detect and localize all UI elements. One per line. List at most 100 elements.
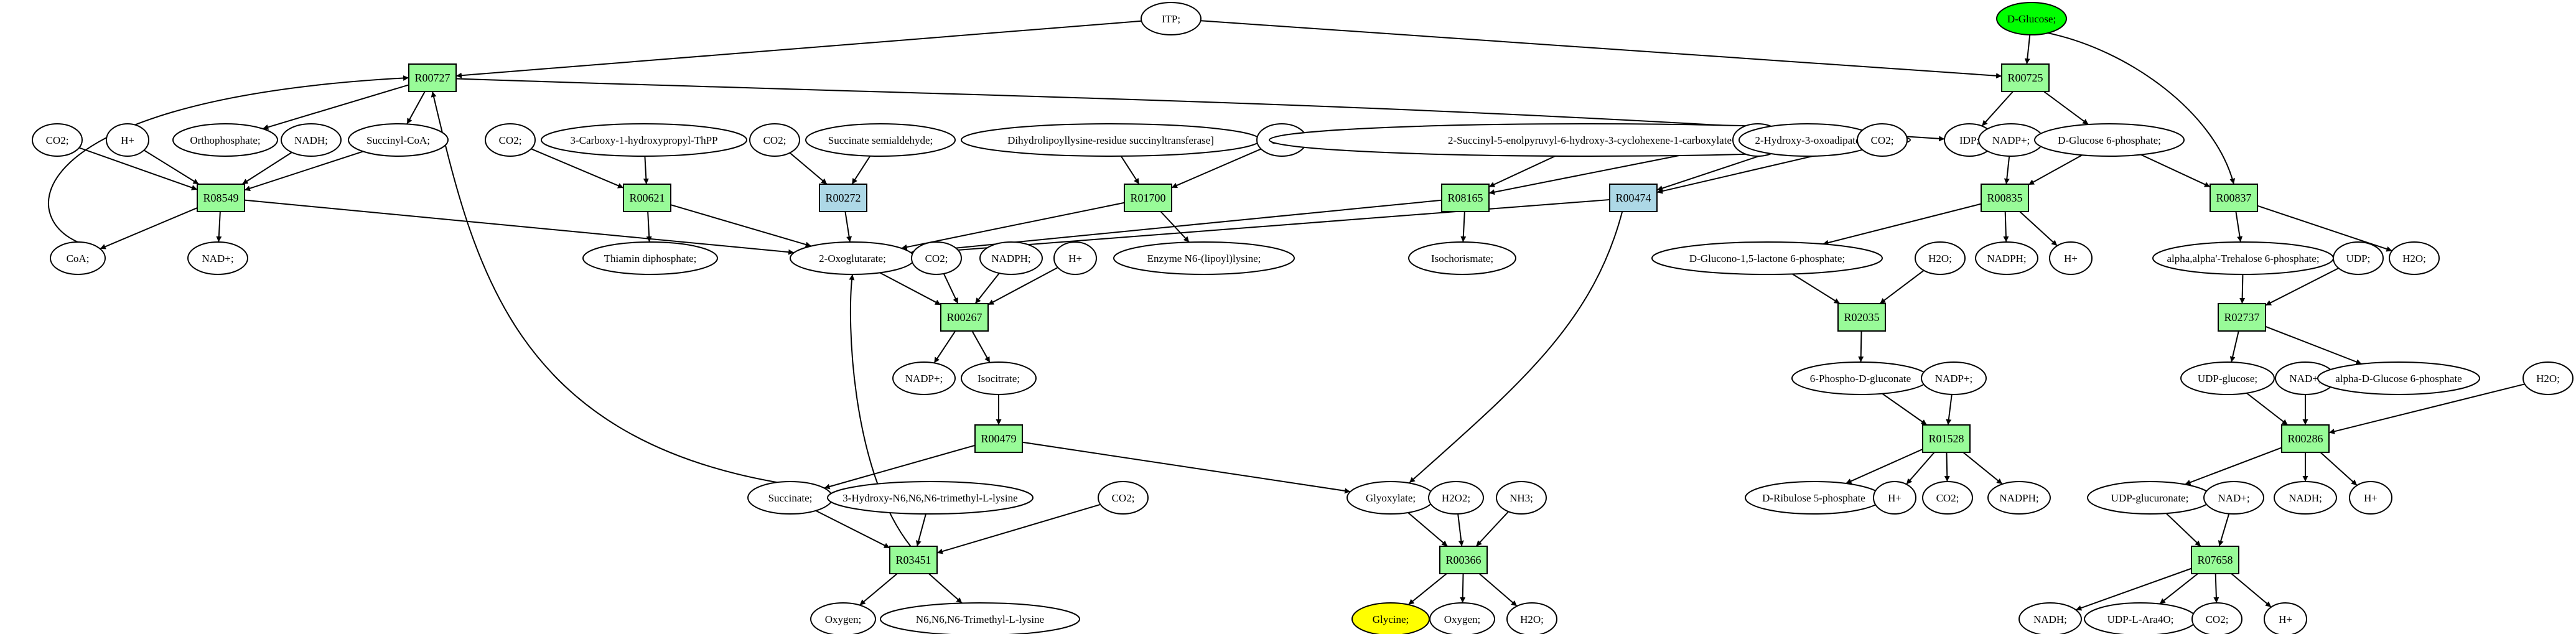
reaction-node-R02035[interactable]: R02035 (1837, 303, 1886, 332)
compound-node-orthophosphate[interactable]: Orthophosphate; (172, 123, 278, 157)
compound-node-nadpplus_b[interactable]: NADP+; (892, 361, 956, 395)
compound-node-nh3[interactable]: NH3; (1496, 481, 1547, 515)
reaction-node-R08165[interactable]: R08165 (1441, 184, 1490, 212)
compound-node-ribulose5p[interactable]: D-Ribulose 5-phosphate (1745, 481, 1883, 515)
compound-node-udp[interactable]: UDP; (2333, 241, 2384, 275)
reaction-node-R00727[interactable]: R00727 (408, 63, 457, 92)
edge-co2_d-to-R01700 (1171, 148, 1262, 189)
compound-node-oxoadipate[interactable]: 2-Hydroxy-3-oxoadipate (1738, 123, 1877, 157)
compound-ellipse (1651, 241, 1883, 275)
compound-node-succsemi[interactable]: Succinate semialdehyde; (805, 123, 956, 157)
compound-node-nadph_a[interactable]: NADPH; (979, 241, 1043, 275)
reaction-label: R00837 (2216, 192, 2251, 204)
compound-node-isochorismate[interactable]: Isochorismate; (1408, 241, 1516, 275)
compound-ellipse (1506, 602, 1557, 634)
compound-node-co2_h[interactable]: CO2; (1098, 481, 1149, 515)
compound-node-lipoyllysine[interactable]: Enzyme N6-(lipoyl)lysine; (1113, 241, 1295, 275)
compound-node-oxoglutarate[interactable]: 2-Oxoglutarate; (790, 241, 915, 275)
compound-node-g6p[interactable]: D-Glucose 6-phosphate; (2034, 123, 2185, 157)
compound-node-h2o_b[interactable]: H2O; (1915, 241, 1966, 275)
reaction-node-R03451[interactable]: R03451 (889, 546, 938, 574)
compound-node-carboxythpp[interactable]: 3-Carboxy-1-hydroxypropyl-ThPP (541, 123, 747, 157)
reaction-label: R01528 (1928, 432, 1964, 445)
compound-node-trehalose6p[interactable]: alpha,alpha'-Trehalose 6-phosphate; (2152, 241, 2334, 275)
compound-node-dihydrolipoyl[interactable]: Dihydrolipoyllysine-residue succinyltran… (961, 123, 1261, 157)
reaction-label: R00727 (414, 72, 450, 84)
reaction-node-R00621[interactable]: R00621 (623, 184, 671, 212)
compound-node-h_b[interactable]: H+ (1053, 241, 1097, 275)
compound-node-coa[interactable]: CoA; (50, 241, 106, 275)
compound-label: NH3; (1510, 492, 1533, 504)
compound-node-h_a[interactable]: H+ (106, 123, 149, 157)
edge-R03451-to-tml (928, 573, 963, 604)
compound-node-nadplus_a[interactable]: NAD+; (187, 241, 248, 275)
reaction-node-R01528[interactable]: R01528 (1922, 424, 1971, 453)
compound-node-glyoxylate[interactable]: Glyoxylate; (1346, 481, 1435, 515)
reaction-label: R00479 (981, 432, 1016, 445)
compound-node-nadh_a[interactable]: NADH; (281, 123, 342, 157)
compound-node-co2_c[interactable]: CO2; (749, 123, 800, 157)
compound-node-h2o_d[interactable]: H2O; (1506, 602, 1557, 634)
reaction-node-R07658[interactable]: R07658 (2191, 546, 2239, 574)
reaction-node-R00272[interactable]: R00272 (819, 184, 867, 212)
compound-node-h2o_c[interactable]: H2O; (2522, 361, 2574, 395)
compound-node-h_d[interactable]: H+ (1873, 481, 1916, 515)
compound-node-glycine[interactable]: Glycine; (1351, 602, 1430, 634)
reaction-node-R01700[interactable]: R01700 (1124, 184, 1172, 212)
compound-node-succinylcoa[interactable]: Succinyl-CoA; (348, 123, 449, 157)
reaction-box (1922, 424, 1971, 453)
compound-ellipse (1113, 241, 1295, 275)
compound-node-tml[interactable]: N6,N6,N6-Trimethyl-L-lysine (880, 602, 1080, 634)
compound-node-glucono[interactable]: D-Glucono-1,5-lactone 6-phosphate; (1651, 241, 1883, 275)
compound-node-co2_i[interactable]: CO2; (1922, 481, 1973, 515)
compound-node-nadh_c[interactable]: NADH; (2018, 602, 2082, 634)
compound-label: 3-Hydroxy-N6,N6,N6-trimethyl-L-lysine (842, 492, 1017, 504)
compound-node-udpara4o[interactable]: UDP-L-Ara4O; (2084, 602, 2197, 634)
compound-label: NADH; (294, 134, 328, 146)
compound-node-h_e[interactable]: H+ (2349, 481, 2392, 515)
compound-ellipse (541, 123, 747, 157)
compound-node-nadph_b[interactable]: NADPH; (1975, 241, 2038, 275)
compound-node-h2o2[interactable]: H2O2; (1428, 481, 1484, 515)
compound-node-oxygen_a[interactable]: Oxygen; (810, 602, 876, 634)
reaction-node-R00474[interactable]: R00474 (1609, 184, 1658, 212)
compound-node-h_f[interactable]: H+ (2264, 602, 2307, 634)
compound-node-succinate[interactable]: Succinate; (747, 481, 833, 515)
compound-node-hydroxytml[interactable]: 3-Hydroxy-N6,N6,N6-trimethyl-L-lysine (827, 481, 1034, 515)
compound-node-isocitrate[interactable]: Isocitrate; (961, 361, 1037, 395)
compound-node-co2_b[interactable]: CO2; (485, 123, 536, 157)
compound-node-nadh_b[interactable]: NADH; (2274, 481, 2337, 515)
reaction-node-R00267[interactable]: R00267 (940, 303, 989, 332)
reaction-box (974, 424, 1023, 453)
reaction-node-R02737[interactable]: R02737 (2218, 303, 2266, 332)
reaction-node-R00366[interactable]: R00366 (1439, 546, 1488, 574)
compound-node-udpglucose[interactable]: UDP-glucose; (2180, 361, 2275, 395)
compound-node-itp[interactable]: ITP; (1141, 2, 1202, 35)
reaction-node-R00286[interactable]: R00286 (2281, 424, 2330, 453)
compound-node-co2_f[interactable]: CO2; (1857, 123, 1908, 157)
compound-label: IDP; (1959, 134, 1979, 146)
reaction-node-R08549[interactable]: R08549 (197, 184, 245, 212)
compound-node-oxygen_b[interactable]: Oxygen; (1429, 602, 1495, 634)
compound-node-h_c[interactable]: H+ (2049, 241, 2093, 275)
compound-node-h2o_a[interactable]: H2O; (2389, 241, 2440, 275)
compound-node-co2_j[interactable]: CO2; (2191, 602, 2242, 634)
compound-node-co2_a[interactable]: CO2; (32, 123, 83, 157)
compound-node-nadpplus_a[interactable]: NADP+; (1978, 123, 2044, 157)
compound-node-ag1p[interactable]: alpha-D-Glucose 6-phosphate (2317, 361, 2480, 395)
compound-node-nadph_c[interactable]: NADPH; (1987, 481, 2051, 515)
compound-node-udpglucuronate[interactable]: UDP-glucuronate; (2087, 481, 2213, 515)
compound-label: Succinyl-CoA; (366, 134, 430, 146)
compound-node-phosphogluconate[interactable]: 6-Phospho-D-gluconate (1791, 361, 1930, 395)
compound-node-nadplus_c[interactable]: NAD+; (2203, 481, 2264, 515)
compound-node-nadplus_b[interactable]: NAD+; (2275, 361, 2336, 395)
compound-node-nadpplus_c[interactable]: NADP+; (1921, 361, 1987, 395)
reaction-node-R00835[interactable]: R00835 (1981, 184, 2029, 212)
reaction-node-R00725[interactable]: R00725 (2001, 63, 2050, 92)
compound-node-glucose[interactable]: D-Glucose; (1996, 2, 2067, 35)
compound-node-co2_g[interactable]: CO2; (911, 241, 962, 275)
reaction-node-R00837[interactable]: R00837 (2210, 184, 2258, 212)
reaction-node-R00479[interactable]: R00479 (974, 424, 1023, 453)
compound-node-thiamin[interactable]: Thiamin diphosphate; (582, 241, 718, 275)
edge-R03451-to-oxygen_a (859, 573, 898, 606)
